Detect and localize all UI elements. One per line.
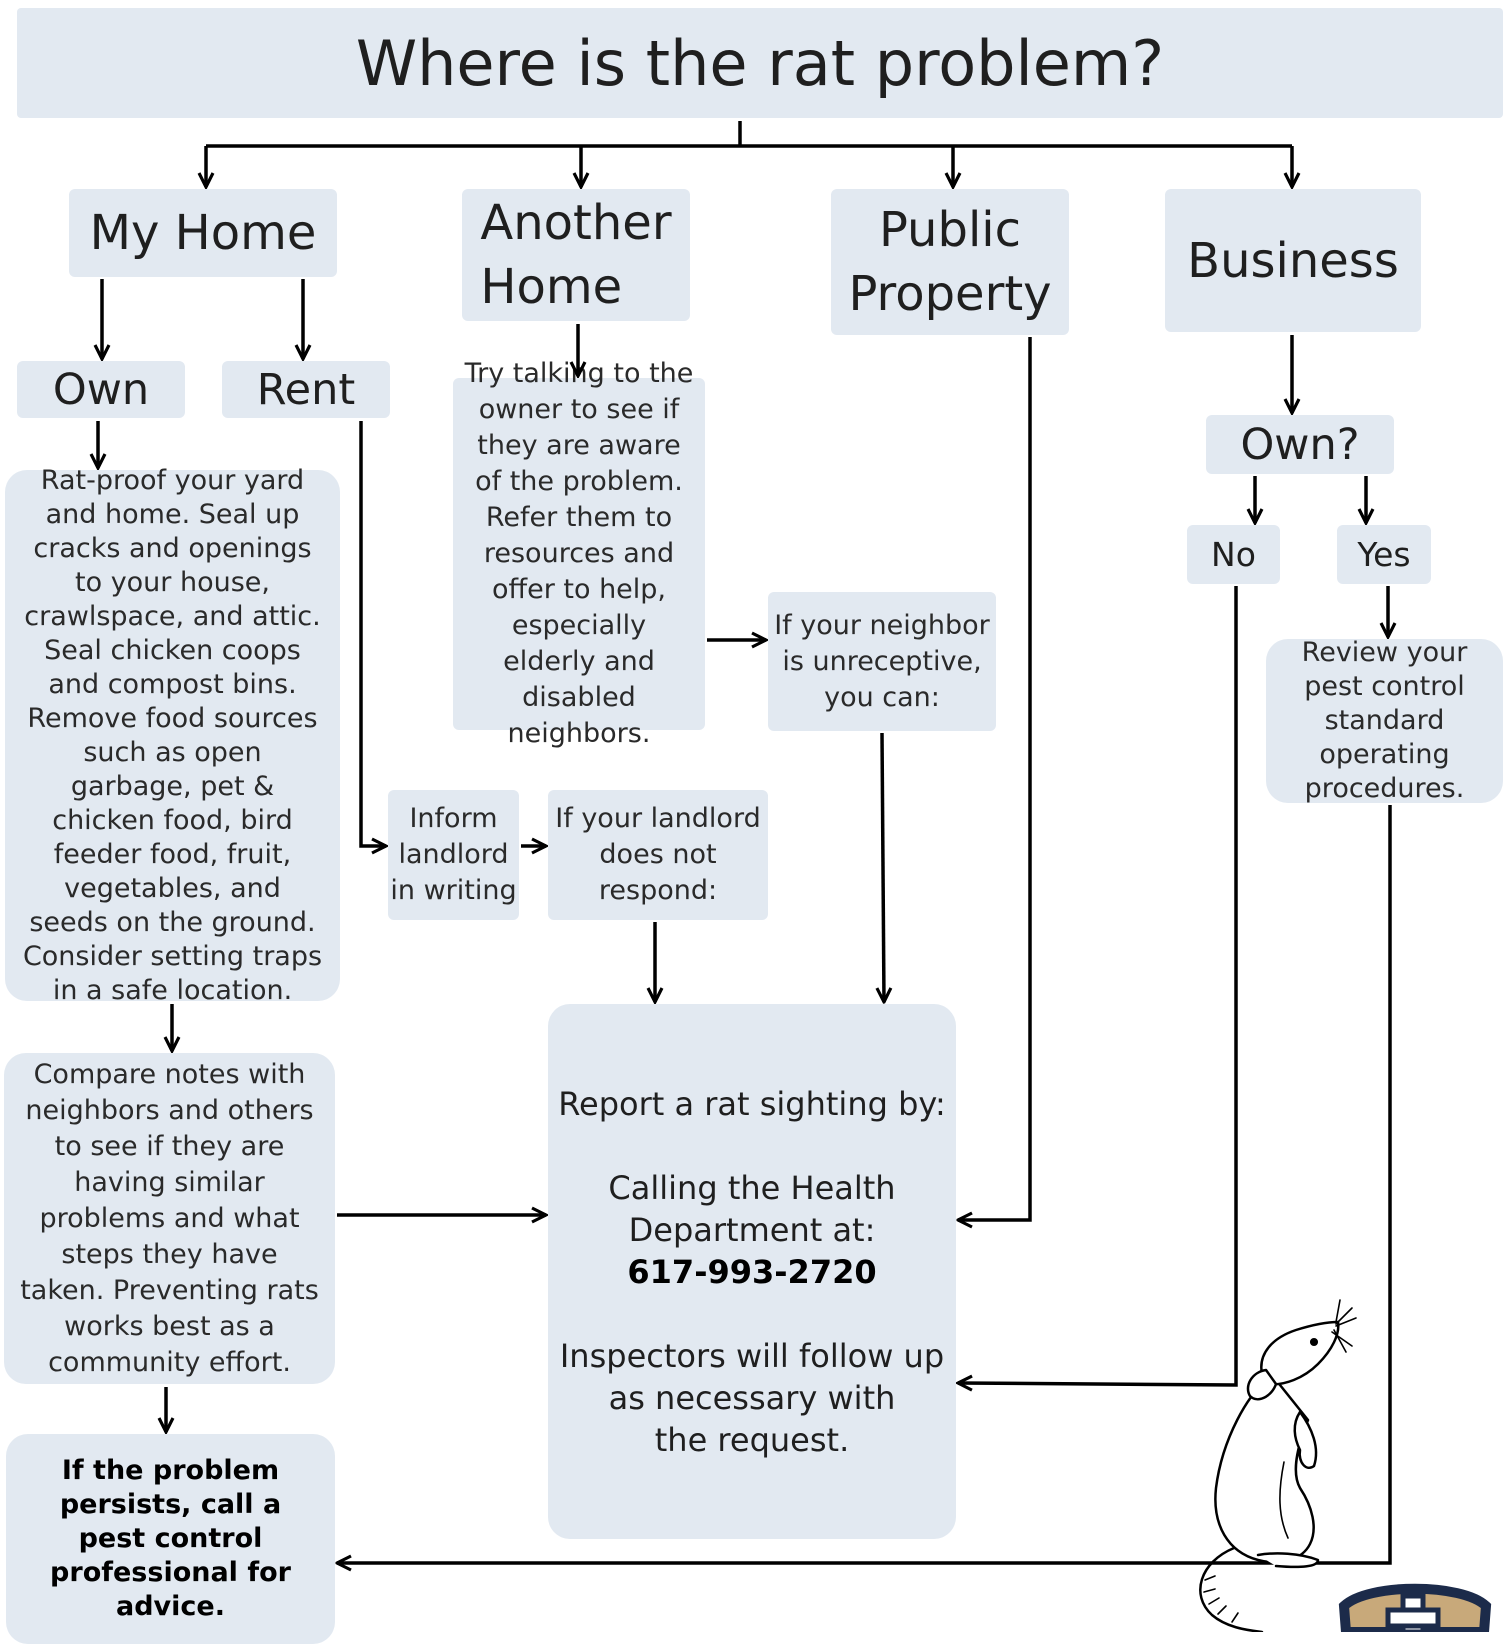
landlord-no-response-text: If your landlord does not respond: xyxy=(555,803,761,906)
rat-whiskers xyxy=(1331,1299,1357,1353)
own-box: Own xyxy=(17,361,185,418)
title-text: Where is the rat problem? xyxy=(355,26,1165,100)
pest-control-box: If the problem persists, call a pest con… xyxy=(6,1434,335,1644)
another-home-box: Another Home xyxy=(462,189,690,321)
review-sop-box: Review your pest control standard operat… xyxy=(1266,637,1503,804)
business-yes-label: Yes xyxy=(1357,535,1411,574)
review-sop-text: Review your pest control standard operat… xyxy=(1301,637,1468,804)
report-phone: 617-993-2720 xyxy=(627,1252,877,1291)
business-label: Business xyxy=(1187,232,1399,289)
rat-ear xyxy=(1246,1368,1278,1401)
neighbor-unreceptive-box: If your neighbor is unreceptive, you can… xyxy=(768,592,996,731)
business-box: Business xyxy=(1165,189,1421,332)
compare-notes-text: Compare notes with neighbors and others … xyxy=(20,1058,319,1378)
arrow-no-to-report xyxy=(958,586,1238,1385)
rat-tail xyxy=(1199,1546,1264,1632)
talk-owner-text: Try talking to the owner to see if they … xyxy=(464,358,694,749)
talk-owner-box: Try talking to the owner to see if they … xyxy=(453,358,705,749)
inform-landlord-text: Inform landlord in writing xyxy=(390,803,517,906)
rat-hind-foot xyxy=(1256,1552,1320,1569)
health-department-logo xyxy=(1338,1583,1492,1632)
own-label: Own xyxy=(52,364,150,415)
own-question-box: Own? xyxy=(1206,415,1394,474)
own-advice-text: Rat-proof your yard and home. Seal up cr… xyxy=(22,464,323,1006)
rat-belly-line xyxy=(1279,1461,1289,1539)
arrow-public-to-report xyxy=(958,337,1032,1220)
rat-body xyxy=(1214,1373,1315,1564)
arrow-rent-to-landlord xyxy=(359,421,386,846)
business-no-label: No xyxy=(1211,535,1256,574)
report-followup: Inspectors will follow up as necessary w… xyxy=(559,1336,945,1459)
business-yes-box: Yes xyxy=(1337,525,1431,584)
my-home-label: My Home xyxy=(89,205,317,261)
public-property-label: Public Property xyxy=(848,202,1052,322)
own-advice-box: Rat-proof your yard and home. Seal up cr… xyxy=(5,465,340,1006)
diagram-title: Where is the rat problem? xyxy=(17,8,1503,118)
report-calling: Calling the Health Department at: xyxy=(608,1168,896,1249)
report-box: Report a rat sighting by: Calling the He… xyxy=(548,1004,956,1539)
arrow-sop-to-pest-control xyxy=(337,805,1392,1563)
landlord-no-response-box: If your landlord does not respond: xyxy=(548,790,768,920)
business-no-box: No xyxy=(1187,525,1280,584)
own-question-label: Own? xyxy=(1240,419,1360,470)
public-property-box: Public Property xyxy=(831,189,1069,335)
arrow-unreceptive-to-report xyxy=(882,732,884,1002)
rat-front-paw xyxy=(1293,1410,1318,1469)
report-heading: Report a rat sighting by: xyxy=(558,1084,946,1123)
rat-eye xyxy=(1309,1337,1319,1347)
rat-head xyxy=(1260,1320,1340,1386)
rent-label: Rent xyxy=(256,364,356,415)
rent-box: Rent xyxy=(222,361,390,418)
rat-tail-stripes xyxy=(1203,1575,1239,1623)
neighbor-unreceptive-text: If your neighbor is unreceptive, you can… xyxy=(774,609,990,713)
compare-notes-box: Compare notes with neighbors and others … xyxy=(4,1053,335,1384)
another-home-label: Another Home xyxy=(480,195,672,315)
pest-control-text: If the problem persists, call a pest con… xyxy=(50,1455,291,1622)
my-home-box: My Home xyxy=(69,189,337,277)
inform-landlord-box: Inform landlord in writing xyxy=(388,790,519,920)
